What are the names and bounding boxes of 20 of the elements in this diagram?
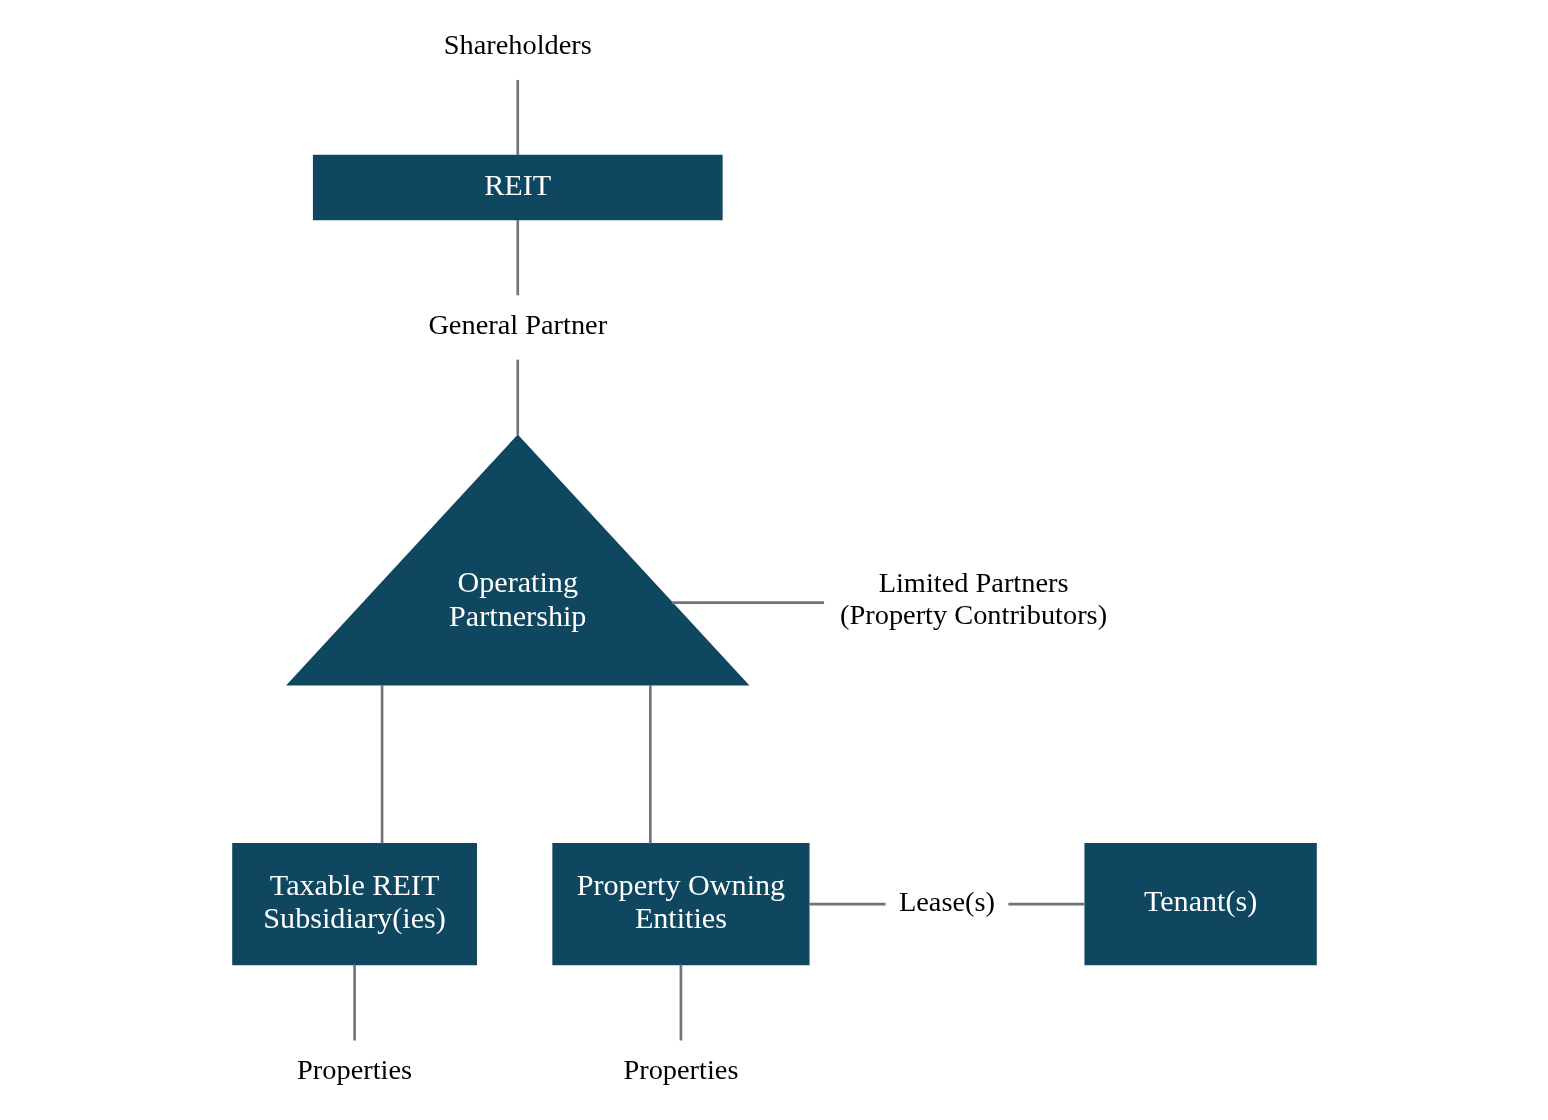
node-text: Properties <box>296 1054 412 1086</box>
node-box: REIT <box>312 154 723 221</box>
connector <box>515 359 519 436</box>
connector <box>679 964 682 1041</box>
connector <box>515 220 519 296</box>
node-text: Properties <box>622 1054 738 1086</box>
node-box: Taxable REIT Subsidiary(ies) <box>231 842 477 966</box>
connector <box>1007 902 1085 906</box>
connector <box>671 601 824 604</box>
connector <box>380 685 383 844</box>
connector <box>648 685 652 844</box>
connector <box>808 902 885 906</box>
node-text: General Partner <box>427 309 607 341</box>
connector <box>515 79 519 156</box>
node-box: Tenant(s) <box>1083 842 1317 966</box>
node-text: Limited Partners (Property Contributors) <box>839 567 1107 631</box>
connector <box>352 964 356 1041</box>
node-box: Property Owning Entities <box>551 842 810 966</box>
node-text: Lease(s) <box>898 885 995 917</box>
node-text: Shareholders <box>443 29 592 61</box>
